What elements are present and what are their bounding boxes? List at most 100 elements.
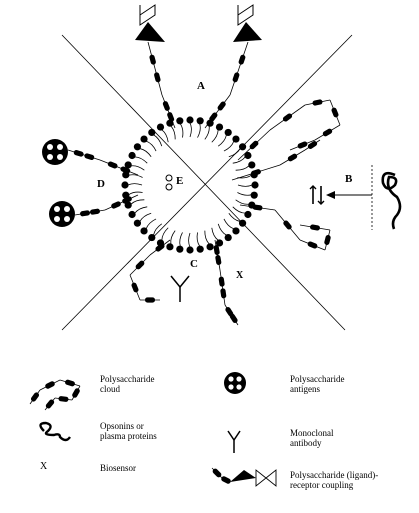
region-label-x: X <box>236 270 244 281</box>
core-bead <box>224 233 232 242</box>
core-stem <box>139 148 152 158</box>
core-bead <box>196 117 204 125</box>
region-label-c: C <box>190 258 198 270</box>
legend-opsonin-glyph <box>39 421 71 442</box>
chain-bead <box>212 468 222 478</box>
core-stem <box>128 174 143 178</box>
core-bead <box>140 227 148 235</box>
opsonin-protein <box>381 171 402 230</box>
chain-bead <box>324 235 331 245</box>
core-bead <box>251 181 259 189</box>
chain-bead <box>45 381 55 389</box>
legend-antigen-glyph <box>224 372 246 394</box>
core-stem <box>196 232 201 247</box>
chain-bead <box>65 379 75 387</box>
core-bead <box>124 201 132 209</box>
chain-link <box>67 149 101 161</box>
core-bead <box>244 151 252 160</box>
chain-bead <box>73 149 84 157</box>
core-bead <box>148 233 156 242</box>
chain-link <box>99 159 139 176</box>
chain-link <box>74 209 106 216</box>
chain-bead <box>282 113 293 122</box>
chain-bead <box>145 297 155 303</box>
particle-core <box>121 116 259 254</box>
chain-link <box>229 41 249 96</box>
core-stem <box>134 206 148 214</box>
core-stem <box>161 129 169 143</box>
chain-bead <box>135 260 145 270</box>
core-bead <box>156 123 165 131</box>
core-stem <box>211 129 219 143</box>
core-stem <box>232 156 246 164</box>
core-stem <box>217 134 227 147</box>
polysaccharide-antigen-upper <box>42 139 68 165</box>
polymer-chains <box>29 41 341 484</box>
chain-bead <box>287 153 298 162</box>
core-bead <box>140 135 148 143</box>
blocked-arrows <box>309 185 325 205</box>
legend-antigens-label: Polysaccharide antigens <box>290 374 345 394</box>
chain-link <box>147 41 163 96</box>
chain-bead <box>122 196 132 204</box>
legend-cloud-label: Polysaccharide cloud <box>100 374 155 394</box>
chain-bead <box>310 224 320 231</box>
chain-bead <box>220 288 227 299</box>
chain-bead <box>120 166 131 174</box>
core-stem <box>223 141 235 152</box>
region-label-a: A <box>197 80 205 92</box>
core-stem <box>128 191 143 196</box>
chain-bead <box>209 112 218 122</box>
core-bead <box>206 243 214 251</box>
core-stem <box>153 134 163 147</box>
region-label-d: D <box>97 178 105 190</box>
core-stem <box>170 230 176 245</box>
core-bead <box>196 245 204 253</box>
core-stem <box>146 140 157 152</box>
chain-bead <box>252 204 263 211</box>
chain-bead <box>84 153 95 161</box>
core-stem <box>204 125 210 140</box>
core-bead <box>232 135 240 143</box>
core-stem <box>235 165 250 171</box>
chain-link <box>214 239 221 271</box>
chain-link <box>219 269 226 306</box>
opsonin-arrow <box>326 165 373 230</box>
core-stem <box>188 232 191 248</box>
core-bead <box>250 191 258 199</box>
chain-bead <box>238 54 246 65</box>
chain-bead <box>229 313 238 323</box>
core-bead <box>215 123 224 131</box>
chain-link <box>104 194 139 211</box>
chain-bead <box>307 241 318 249</box>
receptor-coupling-left <box>135 4 165 42</box>
chain-bead <box>45 399 55 409</box>
region-label-e: E <box>176 175 184 187</box>
legend-coupling-label: Polysaccharide (ligand)- receptor coupli… <box>290 470 379 490</box>
chain-bead <box>162 101 170 111</box>
chain-bead <box>131 282 139 293</box>
core-bead <box>224 128 232 137</box>
chain-bead <box>249 140 259 150</box>
core-stem <box>179 232 183 247</box>
core-stem <box>232 206 246 214</box>
legend-antibody-label: Monoclonal antibody <box>290 428 334 448</box>
chain-bead <box>283 220 292 230</box>
core-bead <box>186 246 194 254</box>
core-bead <box>128 151 136 160</box>
receptor-coupling-right <box>233 4 262 42</box>
chain-bead <box>30 392 40 402</box>
core-stem <box>237 184 253 187</box>
core-stem <box>127 183 143 186</box>
core-stem <box>170 125 176 140</box>
cross-line-2 <box>61 34 353 331</box>
core-bead <box>121 181 129 189</box>
core-stem <box>217 223 227 236</box>
core-stem <box>153 223 163 236</box>
chain-bead <box>331 107 339 118</box>
core-bead <box>186 116 194 124</box>
core-bead <box>244 210 252 219</box>
chain-bead <box>107 161 118 169</box>
legend-antibody-glyph <box>227 430 241 453</box>
